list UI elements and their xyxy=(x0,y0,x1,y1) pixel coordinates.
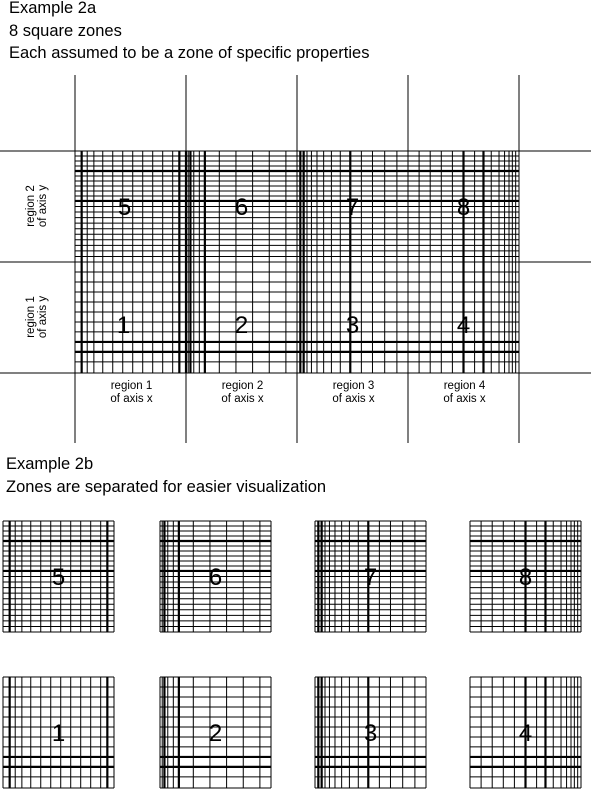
y-region-1-line2: of axis y xyxy=(37,295,49,339)
zone-4-number: 4 xyxy=(457,312,470,339)
zone-6-number: 6 xyxy=(235,194,248,221)
x-region-2-line1: region 2 xyxy=(221,380,264,392)
x-region-3-line1: region 3 xyxy=(332,380,375,392)
y-region-1-line1: region 1 xyxy=(25,296,37,338)
x-region-1-label: region 1 of axis x xyxy=(76,380,187,406)
zone-3-number: 3 xyxy=(346,312,359,339)
zone-1-box-number: 1 xyxy=(52,720,65,747)
zone-2-box-number: 2 xyxy=(209,720,222,747)
x-region-4-label: region 4 of axis x xyxy=(409,380,520,406)
y-region-1-label: region 1 of axis y xyxy=(25,262,49,372)
zone-7-number: 7 xyxy=(346,194,359,221)
example-2b-description: Zones are separated for easier visualiza… xyxy=(6,478,327,496)
x-region-3-line2: of axis x xyxy=(332,393,375,405)
x-region-4-line1: region 4 xyxy=(443,380,486,392)
x-region-2-label: region 2 of axis x xyxy=(187,380,298,406)
zone-8-box-number: 8 xyxy=(519,564,532,591)
zone-5-box-number: 5 xyxy=(52,564,65,591)
zone-4-box-number: 4 xyxy=(519,720,532,747)
x-region-1-line2: of axis x xyxy=(110,393,153,405)
x-region-3-label: region 3 of axis x xyxy=(298,380,409,406)
y-region-2-line1: region 2 xyxy=(25,185,37,227)
zone-7-box-number: 7 xyxy=(364,564,377,591)
example-2a-description: Each assumed to be a zone of specific pr… xyxy=(9,44,370,62)
zone-6-box-number: 6 xyxy=(209,564,222,591)
y-region-2-line2: of axis y xyxy=(37,184,49,228)
example-2a-subtitle: 8 square zones xyxy=(9,22,122,40)
x-region-4-line2: of axis x xyxy=(443,393,486,405)
zone-1-number: 1 xyxy=(117,312,130,339)
x-region-2-line2: of axis x xyxy=(221,393,264,405)
zone-5-number: 5 xyxy=(118,194,131,221)
zone-8-number: 8 xyxy=(457,194,470,221)
example-2b-title: Example 2b xyxy=(6,455,94,473)
zone-3-box-number: 3 xyxy=(364,720,377,747)
x-region-1-line1: region 1 xyxy=(110,380,153,392)
zone-2-number: 2 xyxy=(235,312,248,339)
y-region-2-label: region 2 of axis y xyxy=(25,151,49,261)
example-2a-title: Example 2a xyxy=(9,0,97,17)
